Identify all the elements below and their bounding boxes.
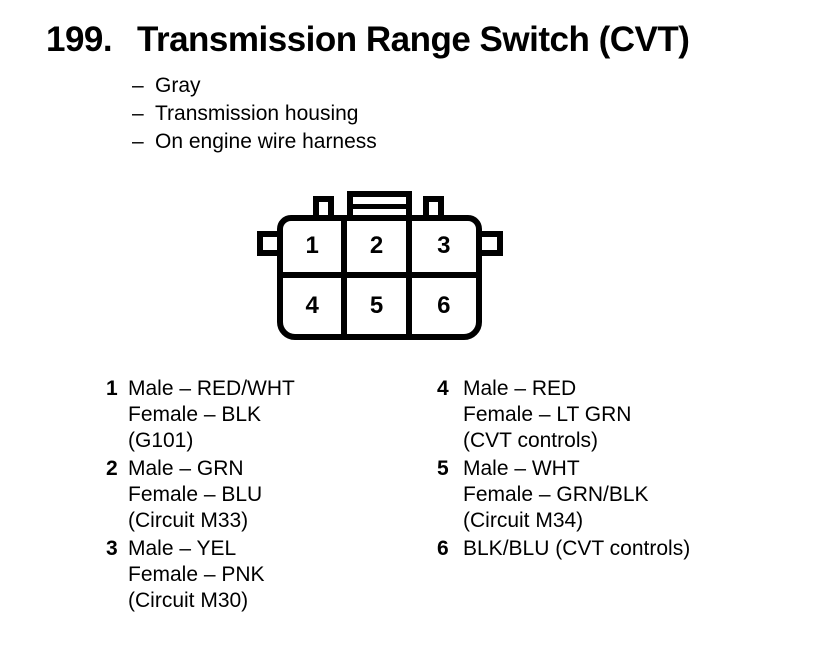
attribute-label: Transmission housing: [155, 102, 359, 125]
pin-line: BLK/BLU (CVT controls): [463, 537, 691, 560]
pin-line: Female – BLU: [128, 483, 263, 506]
pin-cell-2: 2: [347, 221, 412, 278]
pin-number: 3: [106, 537, 118, 560]
bullet-dash-icon: –: [132, 74, 144, 97]
pin-description: Male – GRN Female – BLU (Circuit M33): [128, 456, 262, 534]
pin-line: Male – WHT: [463, 457, 580, 480]
pin-line: (G101): [128, 429, 194, 452]
pin-line: (Circuit M30): [128, 589, 249, 612]
pin-line: Male – RED/WHT: [128, 377, 295, 400]
pin-line: Female – GRN/BLK: [463, 483, 649, 506]
pin-description: Male – YEL Female – PNK (Circuit M30): [128, 536, 265, 614]
pin-cell-4: 4: [283, 277, 348, 334]
bullet-dash-icon: –: [132, 102, 144, 125]
page-title: Transmission Range Switch (CVT): [137, 20, 690, 59]
connector-diagram: 1 2 3 4 5 6: [257, 191, 503, 340]
pin-description: Male – WHT Female – GRN/BLK (Circuit M34…: [463, 456, 649, 534]
pin-legend-left: 1 Male – RED/WHT Female – BLK (G101) 2 M…: [106, 376, 295, 616]
pin-line: Female – PNK: [128, 563, 265, 586]
pin-number: 4: [437, 377, 449, 400]
pin-line: (Circuit M34): [463, 509, 584, 532]
attribute-item: – On engine wire harness: [132, 128, 377, 156]
legend-entry-2: 2 Male – GRN Female – BLU (Circuit M33): [106, 456, 295, 534]
legend-entry-6: 6 BLK/BLU (CVT controls): [437, 536, 690, 562]
pin-description: BLK/BLU (CVT controls): [463, 536, 690, 562]
pin-legend-right: 4 Male – RED Female – LT GRN (CVT contro…: [437, 376, 690, 564]
section-header: 199. Transmission Range Switch (CVT): [46, 20, 690, 60]
pin-line: Female – BLK: [128, 403, 262, 426]
pin-line: Male – RED: [463, 377, 577, 400]
connector-body: 1 2 3 4 5 6: [277, 215, 482, 340]
attribute-item: – Gray: [132, 72, 377, 100]
pin-number: 6: [437, 537, 449, 560]
pin-cell-5: 5: [347, 277, 412, 334]
pin-description: Male – RED/WHT Female – BLK (G101): [128, 376, 295, 454]
legend-entry-5: 5 Male – WHT Female – GRN/BLK (Circuit M…: [437, 456, 690, 534]
attribute-list: – Gray – Transmission housing – On engin…: [132, 72, 377, 156]
attribute-item: – Transmission housing: [132, 100, 377, 128]
pin-cell-3: 3: [411, 221, 476, 278]
pin-cell-6: 6: [437, 291, 451, 319]
pin-number: 5: [437, 457, 449, 480]
pin-description: Male – RED Female – LT GRN (CVT controls…: [463, 376, 631, 454]
pin-line: Male – YEL: [128, 537, 237, 560]
pin-line: Female – LT GRN: [463, 403, 632, 426]
bullet-dash-icon: –: [132, 130, 144, 153]
pin-line: (CVT controls): [463, 429, 598, 452]
item-number: 199.: [46, 20, 113, 59]
attribute-label: On engine wire harness: [155, 130, 377, 153]
attribute-label: Gray: [155, 74, 201, 97]
legend-entry-1: 1 Male – RED/WHT Female – BLK (G101): [106, 376, 295, 454]
legend-entry-3: 3 Male – YEL Female – PNK (Circuit M30): [106, 536, 295, 614]
legend-entry-4: 4 Male – RED Female – LT GRN (CVT contro…: [437, 376, 690, 454]
pin-cell-1: 1: [283, 221, 348, 278]
pin-line: (Circuit M33): [128, 509, 249, 532]
pin-number: 1: [106, 377, 118, 400]
pin-number: 2: [106, 457, 118, 480]
pin-line: Male – GRN: [128, 457, 244, 480]
latch-ridge: [353, 204, 406, 209]
